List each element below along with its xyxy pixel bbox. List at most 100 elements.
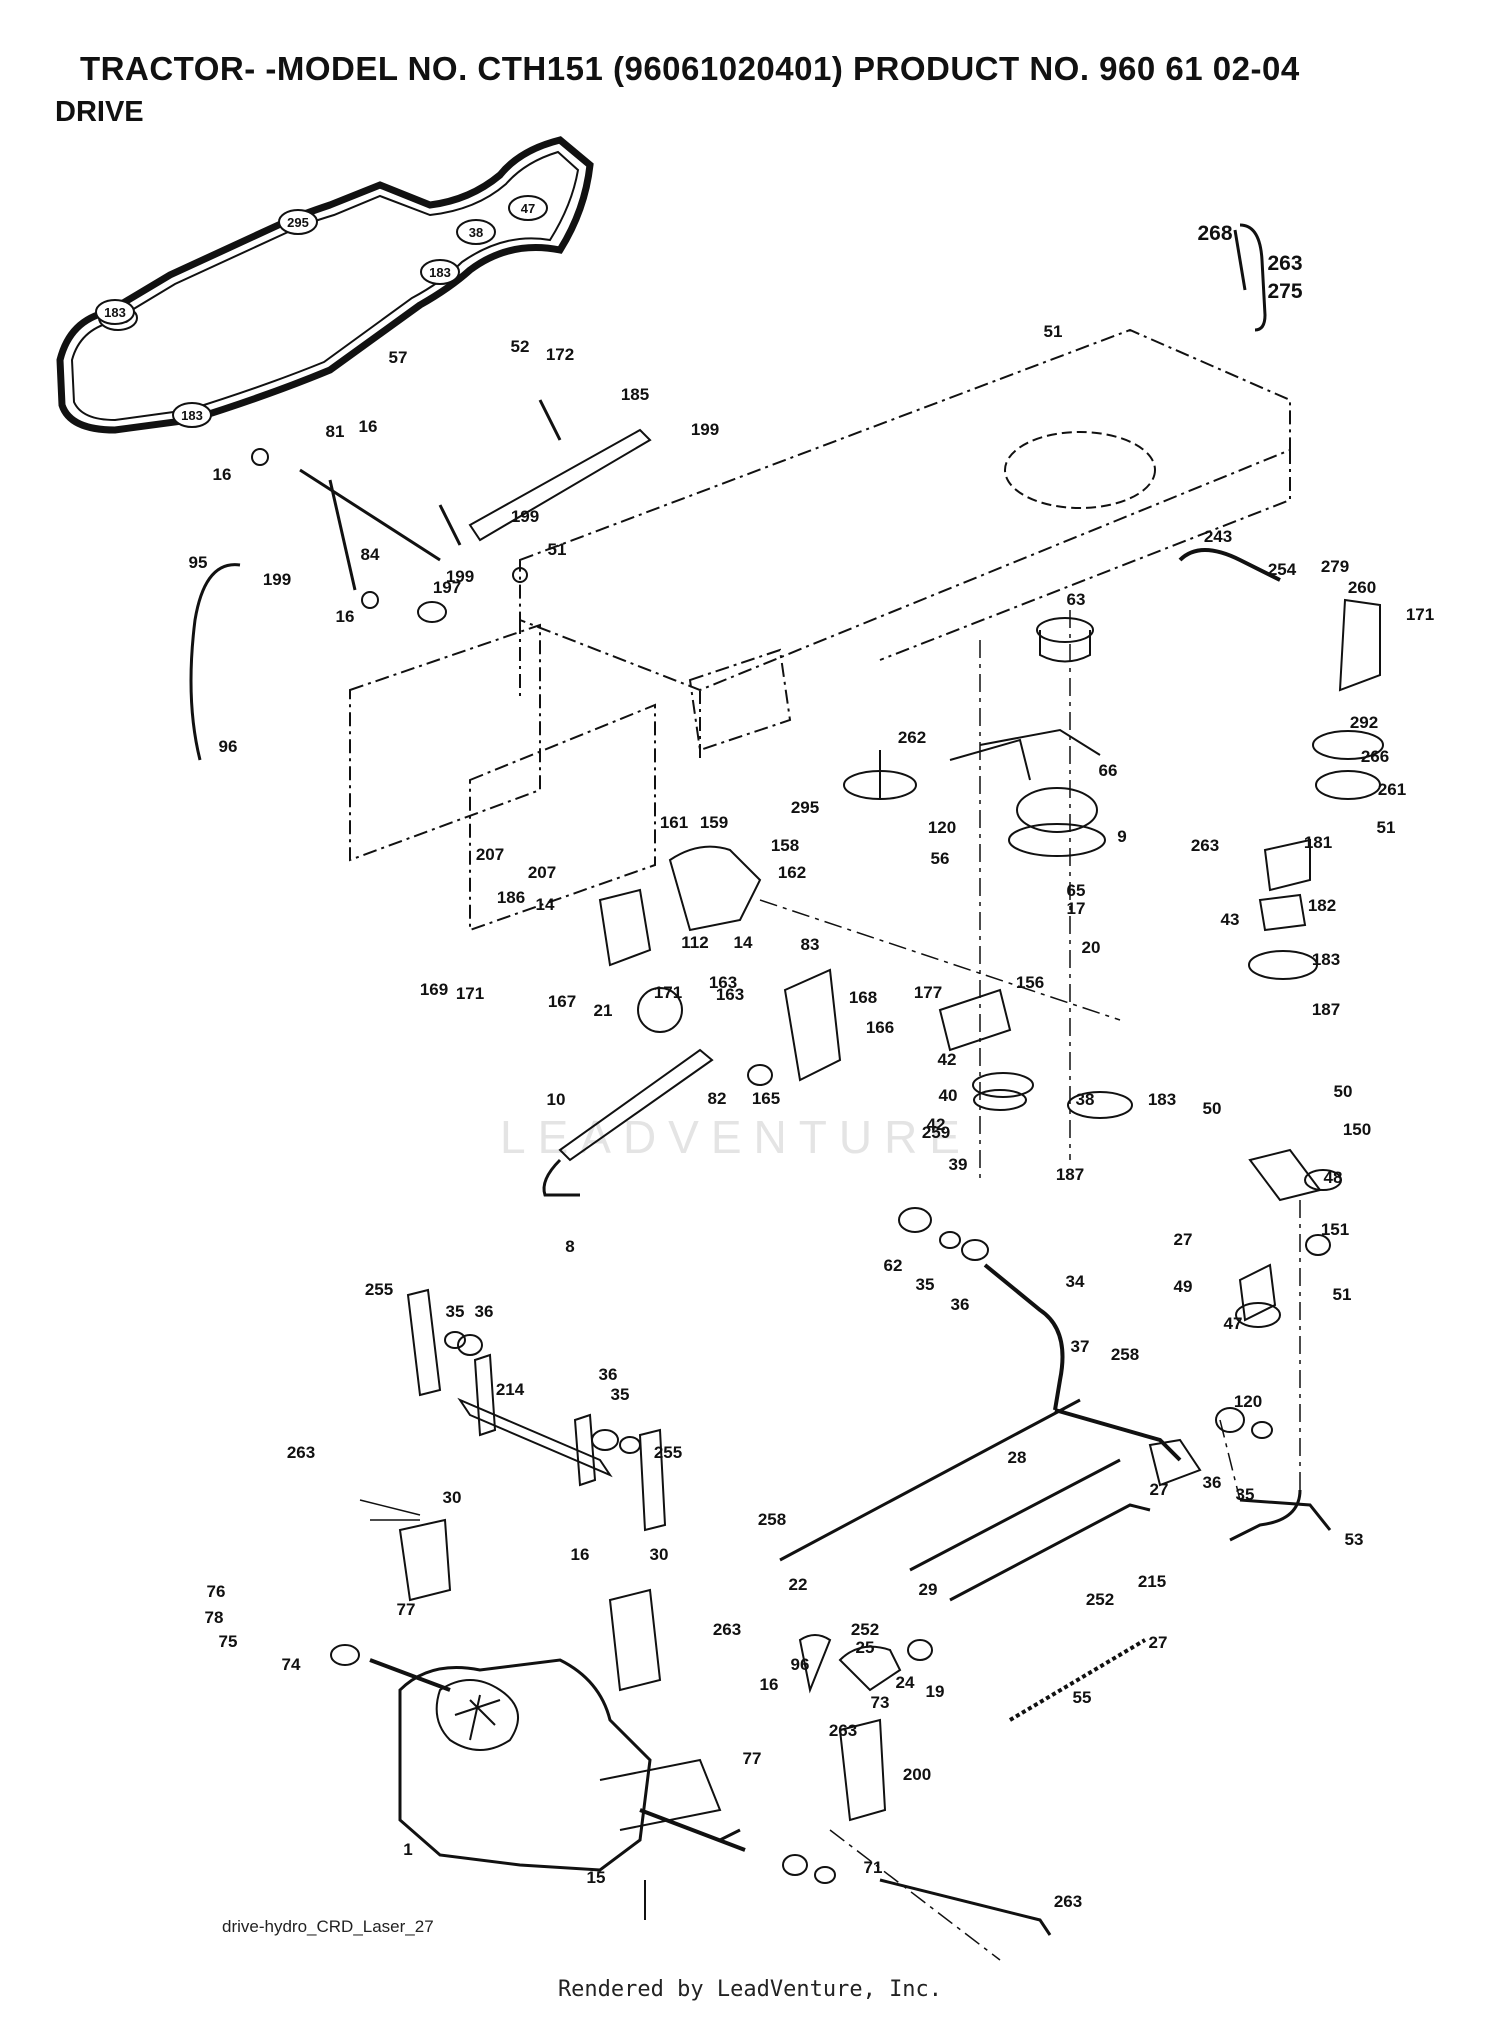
part-callout: 16 [336,607,355,626]
belt-pulley-marker [420,259,460,285]
part-callout: 120 [1234,1392,1262,1411]
part-callout: 279 [1321,557,1349,576]
part-callout: 30 [443,1488,462,1507]
part-callout: 19 [926,1682,945,1701]
part-callout: 197 [433,578,461,597]
part-callout: 199 [446,567,474,586]
part-callout: 66 [1099,761,1118,780]
part-callout: 15 [587,1868,606,1887]
part-callout: 22 [789,1575,808,1594]
part-callout: 187 [1056,1165,1084,1184]
belt-pulley-label: 183 [181,408,203,423]
part-callout: 50 [1334,1082,1353,1101]
part-callout: 21 [594,1001,613,1020]
part-callout: 207 [476,845,504,864]
belt-pulley-label: 38 [469,225,483,240]
part-callout: 252 [851,1620,879,1639]
part-callout: 260 [1348,578,1376,597]
part-callout: 36 [475,1302,494,1321]
part-callout: 262 [898,728,926,747]
part-callout: 20 [1082,938,1101,957]
part-callout: 9 [1117,827,1126,846]
part-callout: 16 [760,1675,779,1694]
part-callout: 51 [1044,322,1063,341]
part-callout: 39 [949,1155,968,1174]
part-callout: 35 [1236,1485,1255,1504]
part-callout: 42 [938,1050,957,1069]
part-callout: 171 [654,983,682,1002]
part-callout: 81 [326,422,345,441]
part-callout: 165 [752,1089,780,1108]
belt-pulley-label: 183 [104,305,126,320]
part-callout: 166 [866,1018,894,1037]
part-callout: 199 [691,420,719,439]
transaxle [398,1658,652,1872]
part-callout: 25 [856,1638,875,1657]
part-callout: 96 [219,737,238,756]
part-callout: 207 [528,863,556,882]
part-callout: 16 [359,417,378,436]
part-callout: 292 [1350,713,1378,732]
part-callout: 120 [928,818,956,837]
part-callout: 43 [1221,910,1240,929]
part-callout: 183 [1148,1090,1176,1109]
part-callout: 76 [207,1582,226,1601]
part-callout: 63 [1067,590,1086,609]
part-callout: 186 [497,888,525,907]
part-callout: 263 [1191,836,1219,855]
part-callout: 151 [1321,1220,1349,1239]
part-callout: 259 [922,1123,950,1142]
part-callout: 181 [1304,833,1332,852]
belt-pulley-label: 295 [287,215,309,230]
belt-pulley-marker [508,195,548,221]
part-callout: 16 [571,1545,590,1564]
part-callout: 156 [1016,973,1044,992]
part-callout: 185 [621,385,649,404]
part-callout: 14 [734,933,753,952]
part-callout: 214 [496,1380,525,1399]
part-callout: 266 [1361,747,1389,766]
part-callout: 71 [864,1858,883,1877]
part-callout: 171 [456,984,484,1003]
part-callout: 27 [1150,1480,1169,1499]
drive-belt [56,136,594,434]
part-callout: 74 [282,1655,301,1674]
part-callout: 48 [1324,1168,1343,1187]
part-callout: 254 [1268,560,1297,579]
part-callout: 263 [1054,1892,1082,1911]
part-callout: 295 [791,798,819,817]
part-callout: 182 [1308,896,1336,915]
part-callout: 35 [611,1385,630,1404]
part-callout: 158 [771,836,799,855]
part-callout: 187 [1312,1000,1340,1019]
part-callout: 263 [287,1443,315,1462]
part-callout: 49 [1174,1277,1193,1296]
part-callout: 261 [1378,780,1406,799]
part-callout: 8 [565,1237,574,1256]
part-callout: 35 [916,1275,935,1294]
part-callout: 29 [919,1580,938,1599]
part-callout: 51 [1333,1285,1352,1304]
part-callout: 177 [914,983,942,1002]
part-callout: 51 [548,540,567,559]
page-title: TRACTOR- -MODEL NO. CTH151 (96061020401)… [80,50,1300,87]
belt-pulley-label: 47 [521,201,535,216]
belt-pulley-marker [278,209,318,235]
part-callout: 255 [365,1280,393,1299]
part-callout: 14 [536,895,555,914]
belt-pulley-marker [95,299,135,325]
belt-pulley-label: 183 [429,265,451,280]
part-callout: 159 [700,813,728,832]
part-callout: 167 [548,992,576,1011]
part-callout: 62 [884,1256,903,1275]
part-callout: 17 [1067,899,1086,918]
section-title: DRIVE [55,96,144,128]
part-callout: 258 [758,1510,786,1529]
part-callout: 35 [446,1302,465,1321]
part-callout: 199 [263,570,291,589]
part-callout: 258 [1111,1345,1139,1364]
part-callout: 50 [1203,1099,1222,1118]
part-callout: 96 [791,1655,810,1674]
part-callout: 37 [1071,1337,1090,1356]
